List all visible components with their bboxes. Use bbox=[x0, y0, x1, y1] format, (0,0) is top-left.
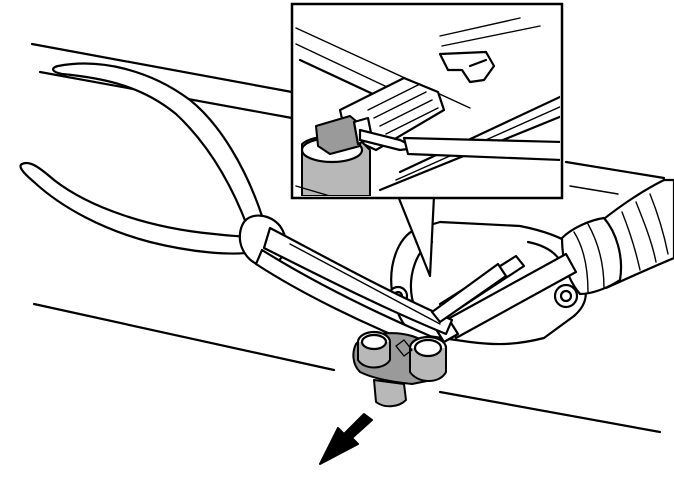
removal-direction-arrow-icon bbox=[319, 413, 373, 465]
needle-nose-pliers-icon bbox=[19, 62, 526, 350]
detail-callout-icon bbox=[290, 2, 564, 200]
screwdriver-icon bbox=[432, 178, 674, 344]
sensor-connector-icon bbox=[352, 330, 448, 408]
surface-outline bbox=[30, 42, 666, 434]
